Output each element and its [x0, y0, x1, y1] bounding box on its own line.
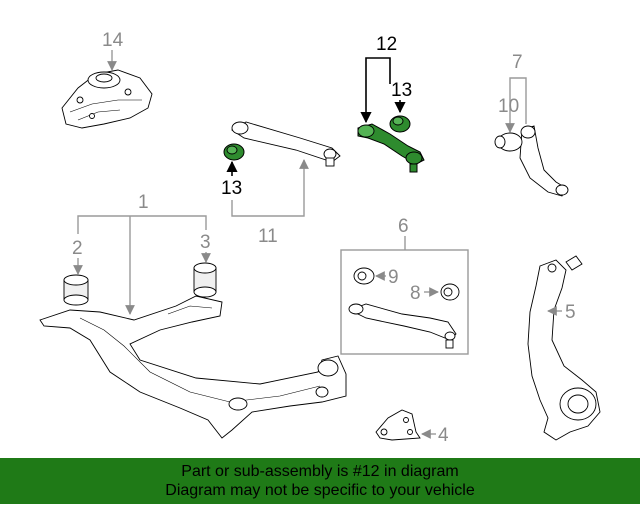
part-5-steering-knuckle[interactable] [527, 255, 601, 441]
part-6-lower-arm[interactable] [348, 303, 457, 349]
callout-9[interactable]: 9 [388, 267, 399, 288]
callout-13-left[interactable]: 13 [221, 178, 242, 199]
callout-14[interactable]: 14 [102, 30, 124, 51]
part-7-lower-arm[interactable] [519, 125, 569, 197]
callout-4[interactable]: 4 [438, 425, 449, 446]
part-12-control-arm-highlighted[interactable] [357, 115, 425, 173]
callout-13-right[interactable]: 13 [391, 80, 412, 101]
leader-7 [509, 77, 527, 124]
part-10-bushing[interactable] [494, 132, 523, 152]
part-9-bushing[interactable] [353, 267, 375, 285]
part-3-bushing[interactable] [193, 262, 217, 298]
part-2-bushing[interactable] [63, 274, 89, 306]
part-11-upper-control-arm[interactable] [231, 121, 341, 167]
callout-6[interactable]: 6 [398, 216, 409, 237]
parts-diagram: 14 13 11 12 13 7 10 [39, 30, 601, 446]
callout-3[interactable]: 3 [200, 232, 211, 253]
leader-11 [231, 159, 309, 217]
part-13-bushing-left[interactable] [223, 143, 245, 161]
leader-12-bracket [365, 57, 391, 106]
callout-5[interactable]: 5 [565, 302, 576, 323]
callout-11[interactable]: 11 [258, 226, 278, 247]
callout-1[interactable]: 1 [138, 192, 149, 213]
callout-8[interactable]: 8 [410, 283, 421, 304]
callout-7[interactable]: 7 [512, 52, 523, 73]
part-8-bushing[interactable] [440, 283, 460, 301]
callout-10[interactable]: 10 [498, 96, 519, 117]
callout-2[interactable]: 2 [72, 238, 83, 259]
part-4-bracket[interactable] [375, 409, 421, 441]
info-banner: Part or sub-assembly is #12 in diagram D… [0, 458, 640, 504]
leader-1-bracket [77, 215, 207, 234]
banner-line-2: Diagram may not be specific to your vehi… [165, 482, 475, 499]
banner-line-1: Part or sub-assembly is #12 in diagram [181, 463, 459, 480]
part-1-subframe[interactable] [39, 295, 347, 439]
part-14-strut-mount[interactable] [61, 69, 153, 129]
callout-12[interactable]: 12 [376, 34, 397, 55]
